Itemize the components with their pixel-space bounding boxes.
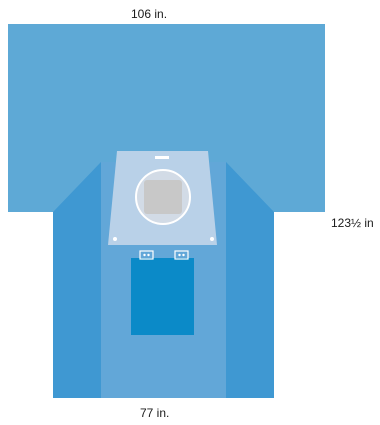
- fluid-pouch: [131, 258, 194, 335]
- tab-left-dot-2: [147, 253, 150, 257]
- window-panel-tab: [155, 156, 169, 159]
- corner-dot-left: [113, 237, 117, 241]
- length-label: 123½ in: [331, 216, 374, 230]
- tab-right-dot-1: [178, 253, 181, 257]
- bottom-width-label: 77 in.: [140, 406, 170, 420]
- window-square-insert: [144, 180, 182, 214]
- tube-holder-tab-right: [174, 250, 189, 260]
- tube-holder-tab-left: [139, 250, 154, 260]
- corner-dot-right: [210, 237, 214, 241]
- tab-left-dot-1: [143, 253, 146, 257]
- tab-right-dot-2: [182, 253, 185, 257]
- top-width-label: 106 in.: [131, 7, 168, 21]
